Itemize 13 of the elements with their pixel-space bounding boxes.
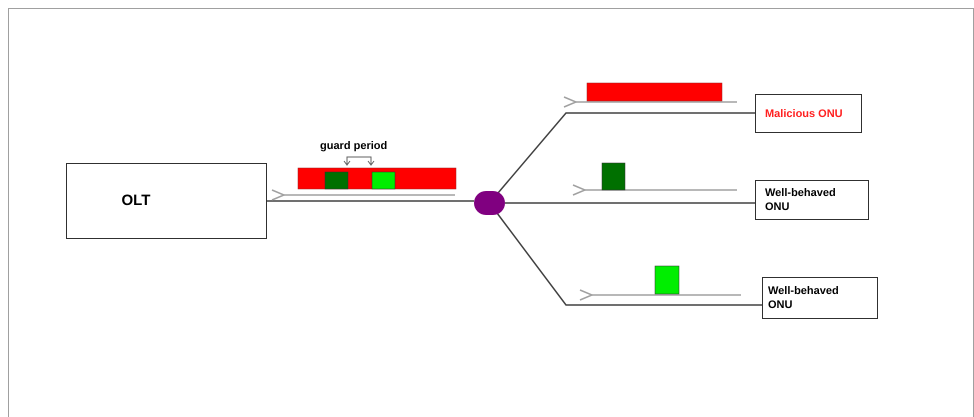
onu-box xyxy=(755,94,862,133)
node-label: Well-behaved ONU xyxy=(768,284,840,312)
fiber-line xyxy=(497,112,755,194)
olt-box xyxy=(66,163,267,239)
fiber-line xyxy=(267,200,474,202)
guard-period-label: guard period xyxy=(320,139,388,154)
onu-box xyxy=(755,180,869,220)
node-label: Malicious ONU xyxy=(765,106,844,120)
onu-box xyxy=(762,277,878,319)
fiber-line xyxy=(496,212,762,306)
fiber-line xyxy=(505,202,755,204)
node-label: Well-behaved ONU xyxy=(765,186,837,214)
node-label: OLT xyxy=(122,190,152,211)
